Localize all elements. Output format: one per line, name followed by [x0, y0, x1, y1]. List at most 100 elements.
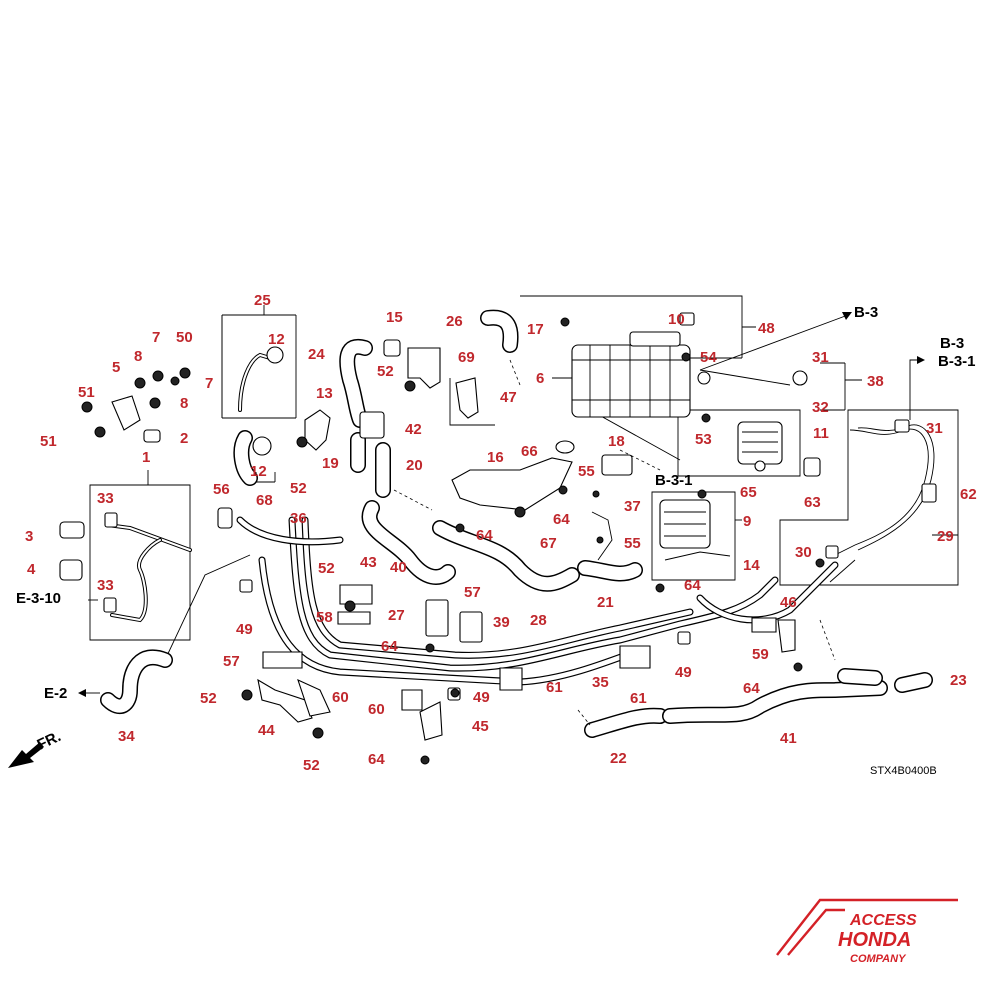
callout-12a[interactable]: 12 [268, 331, 285, 348]
callout-33a[interactable]: 33 [97, 490, 114, 507]
callout-65[interactable]: 65 [740, 484, 757, 501]
callout-44[interactable]: 44 [258, 722, 275, 739]
callout-13[interactable]: 13 [316, 385, 333, 402]
ref-b31-right[interactable]: B-3-1 [938, 353, 976, 370]
callout-31b[interactable]: 31 [926, 420, 943, 437]
callout-24[interactable]: 24 [308, 346, 325, 363]
callout-64e[interactable]: 64 [368, 751, 385, 768]
callout-61a[interactable]: 61 [546, 679, 563, 696]
ref-b3-right[interactable]: B-3 [940, 335, 964, 352]
logo-line3: COMPANY [850, 953, 907, 965]
callout-54[interactable]: 54 [700, 349, 717, 366]
callout-5[interactable]: 5 [112, 359, 120, 376]
callout-52e[interactable]: 52 [303, 757, 320, 774]
callout-51b[interactable]: 51 [40, 433, 57, 450]
hoses [100, 309, 933, 738]
callout-57b[interactable]: 57 [223, 653, 240, 670]
callout-64f[interactable]: 64 [743, 680, 760, 697]
callout-10[interactable]: 10 [668, 311, 685, 328]
callout-4[interactable]: 4 [27, 561, 36, 578]
callout-31a[interactable]: 31 [812, 349, 829, 366]
callout-64d[interactable]: 64 [381, 638, 398, 655]
callout-43[interactable]: 43 [360, 554, 377, 571]
callout-53[interactable]: 53 [695, 431, 712, 448]
callout-21[interactable]: 21 [597, 594, 614, 611]
callout-14[interactable]: 14 [743, 557, 760, 574]
callout-60b[interactable]: 60 [368, 701, 385, 718]
callout-42[interactable]: 42 [405, 421, 422, 438]
callout-39[interactable]: 39 [493, 614, 510, 631]
callout-38[interactable]: 38 [867, 373, 884, 390]
callout-55a[interactable]: 55 [578, 463, 595, 480]
ref-e310[interactable]: E-3-10 [16, 590, 61, 607]
callout-50[interactable]: 50 [176, 329, 193, 346]
callout-34[interactable]: 34 [118, 728, 135, 745]
callout-69[interactable]: 69 [458, 349, 475, 366]
callout-63[interactable]: 63 [804, 494, 821, 511]
callout-17[interactable]: 17 [527, 321, 544, 338]
callout-20[interactable]: 20 [406, 457, 423, 474]
callout-35[interactable]: 35 [592, 674, 609, 691]
callout-36[interactable]: 36 [290, 510, 307, 527]
callout-6[interactable]: 6 [536, 370, 544, 387]
callout-22[interactable]: 22 [610, 750, 627, 767]
callout-15[interactable]: 15 [386, 309, 403, 326]
callout-57a[interactable]: 57 [464, 584, 481, 601]
callout-58[interactable]: 58 [316, 609, 333, 626]
callout-55b[interactable]: 55 [624, 535, 641, 552]
callout-28[interactable]: 28 [530, 612, 547, 629]
callout-64c[interactable]: 64 [684, 577, 701, 594]
callout-8b[interactable]: 8 [180, 395, 188, 412]
canister-6 [571, 331, 711, 418]
callout-23[interactable]: 23 [950, 672, 967, 689]
ref-b31-mid[interactable]: B-3-1 [655, 472, 693, 489]
callout-52d[interactable]: 52 [200, 690, 217, 707]
callout-49b[interactable]: 49 [473, 689, 490, 706]
callout-26[interactable]: 26 [446, 313, 463, 330]
callout-27[interactable]: 27 [388, 607, 405, 624]
callout-7a[interactable]: 7 [152, 329, 160, 346]
callout-49a[interactable]: 49 [236, 621, 253, 638]
callout-67[interactable]: 67 [540, 535, 557, 552]
callout-45[interactable]: 45 [472, 718, 489, 735]
callout-56[interactable]: 56 [213, 481, 230, 498]
callout-11[interactable]: 11 [813, 425, 829, 442]
callout-49c[interactable]: 49 [675, 664, 692, 681]
callout-30[interactable]: 30 [795, 544, 812, 561]
callout-59[interactable]: 59 [752, 646, 769, 663]
callout-40[interactable]: 40 [390, 559, 407, 576]
callout-9[interactable]: 9 [743, 513, 751, 530]
callout-41[interactable]: 41 [780, 730, 797, 747]
ref-e2[interactable]: E-2 [44, 685, 67, 702]
callout-25[interactable]: 25 [254, 292, 271, 309]
callout-8a[interactable]: 8 [134, 348, 142, 365]
callout-47[interactable]: 47 [500, 389, 517, 406]
callout-37[interactable]: 37 [624, 498, 641, 515]
callout-62[interactable]: 62 [960, 486, 977, 503]
callout-18[interactable]: 18 [608, 433, 625, 450]
callout-16[interactable]: 16 [487, 449, 504, 466]
callout-64b[interactable]: 64 [553, 511, 570, 528]
callout-68[interactable]: 68 [256, 492, 273, 509]
callout-52b[interactable]: 52 [290, 480, 307, 497]
callout-33b[interactable]: 33 [97, 577, 114, 594]
callout-52a[interactable]: 52 [377, 363, 394, 380]
callout-29[interactable]: 29 [937, 528, 954, 545]
callout-19[interactable]: 19 [322, 455, 339, 472]
callout-2[interactable]: 2 [180, 430, 188, 447]
callout-46[interactable]: 46 [780, 594, 797, 611]
callout-48[interactable]: 48 [758, 320, 775, 337]
callout-64a[interactable]: 64 [476, 527, 493, 544]
callout-3[interactable]: 3 [25, 528, 33, 545]
callout-60a[interactable]: 60 [332, 689, 349, 706]
logo-swoosh-inner [787, 908, 845, 956]
callout-7b[interactable]: 7 [205, 375, 213, 392]
ref-b3-top[interactable]: B-3 [854, 304, 878, 321]
callout-66[interactable]: 66 [521, 443, 538, 460]
callout-52c[interactable]: 52 [318, 560, 335, 577]
callout-51a[interactable]: 51 [78, 384, 95, 401]
callout-61b[interactable]: 61 [630, 690, 647, 707]
callout-1[interactable]: 1 [142, 449, 150, 466]
callout-32[interactable]: 32 [812, 399, 829, 416]
callout-12b[interactable]: 12 [250, 463, 267, 480]
